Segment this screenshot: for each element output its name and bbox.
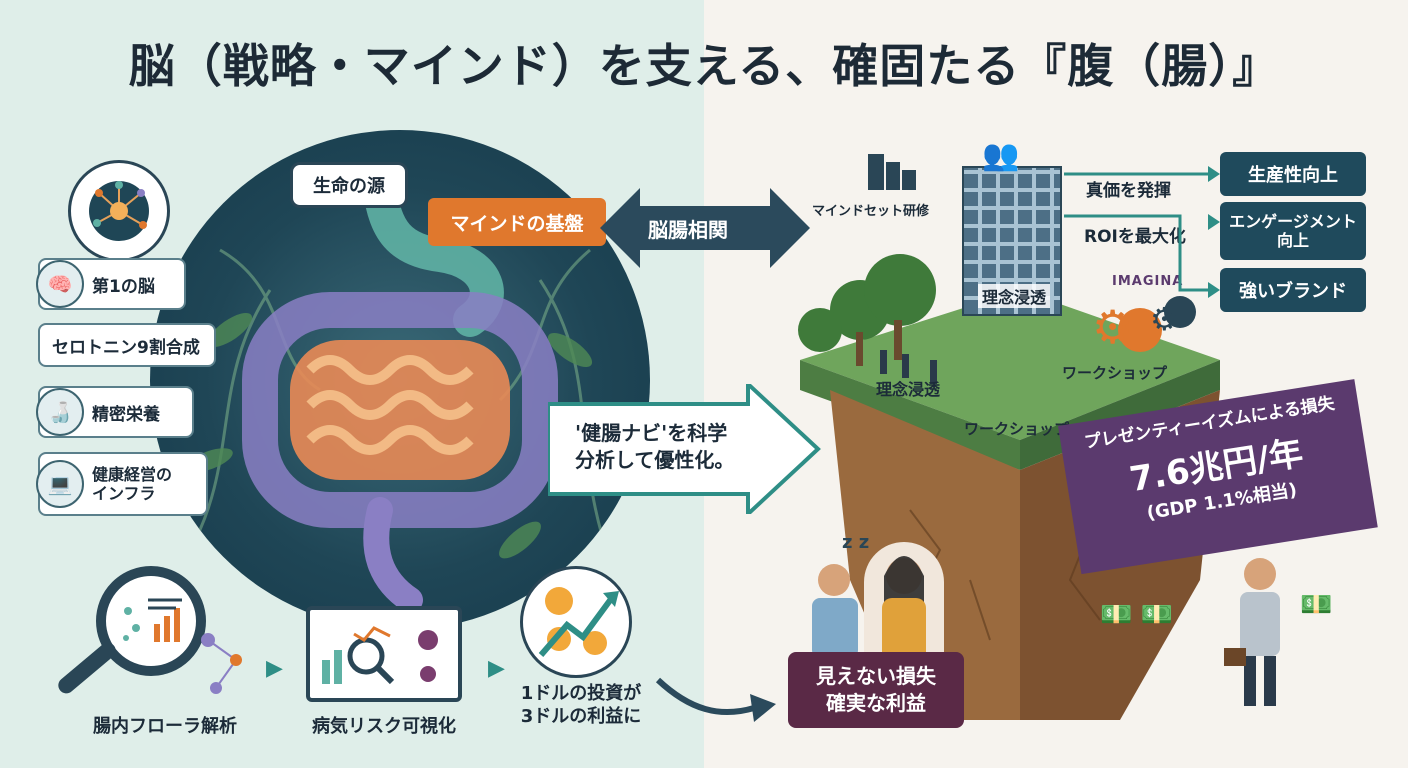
network-dots — [196, 620, 256, 700]
feature-label: 第1の脳 — [92, 276, 155, 297]
brain-gut-axis-label: 脳腸相関 — [648, 218, 728, 242]
magnifier-flora-icon — [96, 566, 206, 676]
brain-icon: 🧠 — [36, 260, 84, 308]
mindset-training-label: マインドセット研修 — [812, 204, 930, 219]
roi-coins-icon — [520, 566, 632, 678]
feature-precision-nutrition: 🍶 精密栄養 — [36, 386, 194, 438]
risk-dashboard-icon — [306, 606, 462, 702]
step-risk-visualization: 病気リスク可視化 — [312, 716, 456, 737]
outcome-connectors — [1064, 166, 1220, 298]
gear-icon: ⚙ — [1092, 300, 1134, 354]
outcome-productivity: 生産性向上 — [1220, 152, 1366, 196]
analysis-callout-text: '健腸ナビ'を科学 分析して優性化。 — [575, 421, 735, 472]
hidden-loss-certain-profit: 見えない損失 確実な利益 — [788, 652, 964, 728]
laptop-icon: 💻 — [36, 460, 84, 508]
imagina-logo: IMAGINA — [1112, 274, 1184, 289]
workshop-label-right: ワークショップ — [1062, 364, 1168, 382]
feature-serotonin: セロトニン9割合成 — [38, 323, 216, 367]
team-people-icon: 👥 — [982, 138, 1020, 173]
money-bills-icon: 💵 💵 — [1100, 600, 1174, 630]
outcome-strong-brand: 強いブランド — [1220, 268, 1366, 312]
feature-label: セロトニン9割合成 — [52, 337, 200, 358]
gut-illustration — [150, 130, 650, 630]
sleep-mark: z z — [842, 532, 870, 553]
philosophy-label-top: 理念浸透 — [978, 284, 1051, 308]
bottle-icon: 🍶 — [36, 388, 84, 436]
feature-label: 健康経営の インフラ — [92, 464, 173, 503]
chevron-right-icon: ▶ — [266, 656, 283, 681]
feature-first-brain: 🧠 第1の脳 — [36, 258, 186, 310]
bubble-source-of-life: 生命の源 — [290, 162, 408, 208]
lightbulb-network-icon — [89, 181, 149, 241]
philosophy-label-ground: 理念浸透 — [876, 380, 941, 399]
true-value-label: 真価を発揮 — [1086, 181, 1171, 201]
workshop-label-ground: ワークショップ — [964, 420, 1070, 438]
city-buildings-icon — [862, 150, 922, 190]
exhausted-worker-icon — [1220, 552, 1300, 712]
outcome-engagement: エンゲージメント 向上 — [1220, 202, 1366, 260]
feature-health-infrastructure: 💻 健康経営の インフラ — [36, 452, 208, 516]
gear-icon: ⚙ — [1150, 300, 1179, 338]
analysis-arrow — [548, 384, 821, 514]
feature-label: 精密栄養 — [92, 404, 160, 425]
money-bills-icon: 💵 — [1300, 590, 1333, 620]
curved-arrow-to-hidden-loss — [655, 677, 776, 722]
page-title: 脳（戦略・マインド）を支える、確固たる『腹（腸）』 — [128, 39, 1280, 93]
step-roi-return: 1ドルの投資が 3ドルの利益に — [520, 683, 642, 728]
network-bubble — [68, 160, 170, 262]
intestine-icon — [187, 173, 618, 613]
bubble-mind-foundation: マインドの基盤 — [428, 198, 606, 246]
brain-gut-axis-arrow — [600, 188, 810, 268]
roi-maximize-label: ROIを最大化 — [1084, 227, 1186, 247]
step-flora-analysis: 腸内フローラ解析 — [93, 716, 237, 737]
chevron-right-icon: ▶ — [488, 656, 505, 681]
